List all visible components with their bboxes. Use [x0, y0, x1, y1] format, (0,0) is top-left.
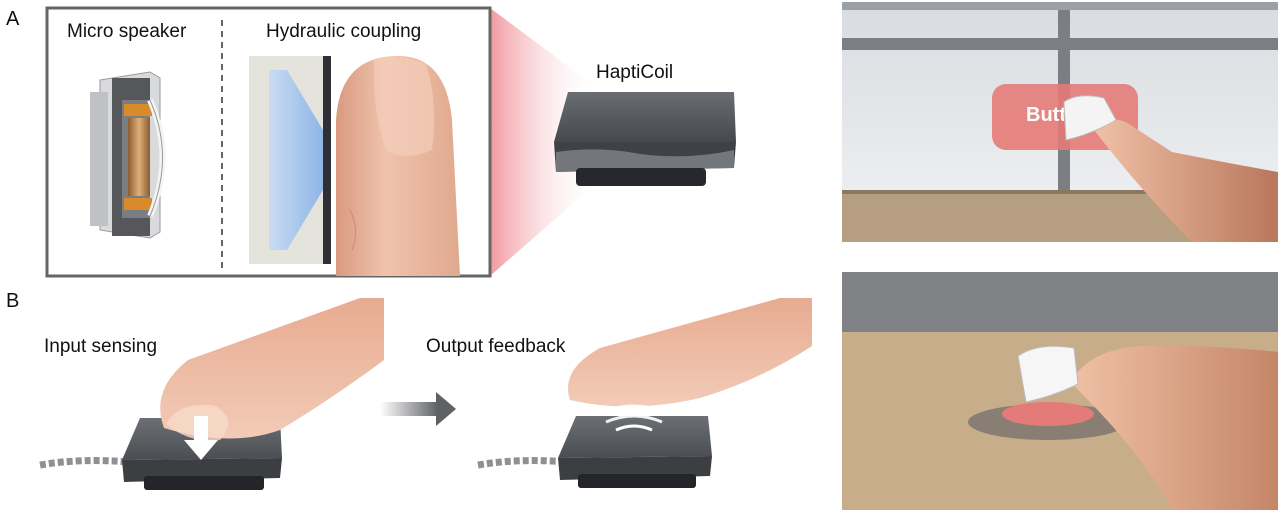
- finger-left: [160, 298, 384, 439]
- button-top: [1002, 402, 1094, 426]
- coil-bottom: [124, 198, 152, 210]
- coil-top: [124, 104, 152, 116]
- cable-left: [39, 457, 131, 469]
- output-feedback-scene: [477, 298, 812, 488]
- press-down-arrow: [184, 416, 218, 460]
- panel-d-table-scene: [842, 272, 1278, 510]
- panel-b-letter: B: [6, 290, 20, 312]
- vr-button-label: Button: [1026, 104, 1064, 126]
- cable-right: [477, 457, 567, 469]
- panel-a-letter: A: [6, 8, 20, 30]
- hydraulic-coupling-diagram: [249, 56, 331, 264]
- hapticoil-label: HaptiCoil: [596, 62, 674, 83]
- hand-c: [1094, 119, 1278, 242]
- input-sensing-label: Input sensing: [44, 336, 158, 357]
- finger-right: [568, 298, 812, 407]
- ring-device-c: [1063, 95, 1117, 141]
- hand-d: [1070, 345, 1278, 510]
- panel-b-illustration: [39, 298, 812, 490]
- micro-speaker-label: Micro speaker: [67, 21, 187, 42]
- coil-winding: [128, 118, 150, 196]
- input-sensing-scene: [39, 298, 384, 490]
- hydraulic-coupling-label: Hydraulic coupling: [266, 21, 422, 42]
- ring-device-d: [1017, 345, 1079, 403]
- panel-a-illustration: [45, 6, 736, 278]
- zoom-wedge: [490, 8, 600, 276]
- output-feedback-label: Output feedback: [426, 336, 566, 357]
- liquid-chamber: [269, 70, 323, 250]
- vibration-waves-icon: [597, 404, 671, 432]
- transition-arrow: [380, 392, 456, 426]
- thumb-image: [336, 56, 460, 276]
- panel-c-vr-scene: [842, 2, 1278, 242]
- hapticoil-device: [554, 92, 736, 186]
- membrane: [323, 56, 331, 264]
- micro-speaker-diagram: [90, 71, 166, 239]
